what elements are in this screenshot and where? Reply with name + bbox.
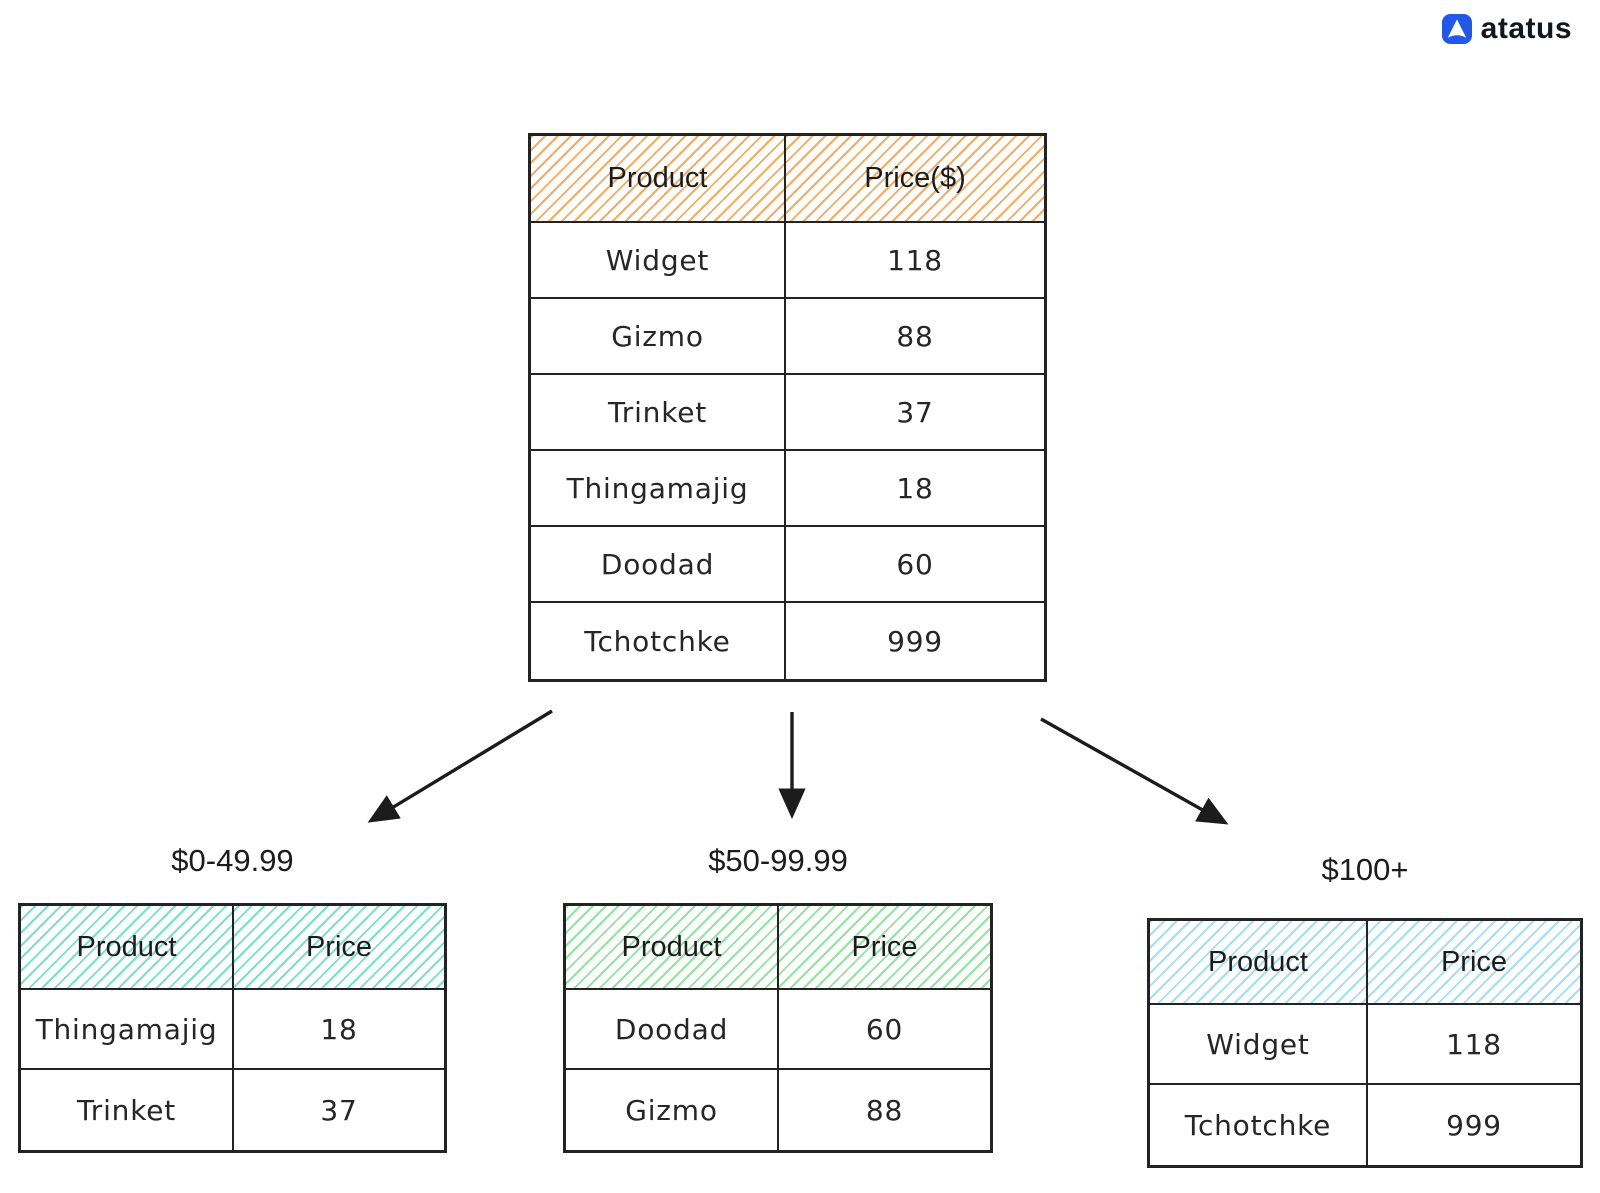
bucket-mid-table: Product Price Doodad 60 Gizmo 88 xyxy=(563,903,993,1153)
table-row: Tchotchke 999 xyxy=(1150,1085,1580,1165)
bucket-header-product: Product xyxy=(21,906,234,988)
atatus-logo: atatus xyxy=(1441,12,1572,46)
price-cell: 118 xyxy=(887,243,943,277)
main-table-header-row: Product Price($) xyxy=(531,136,1044,223)
product-cell: Gizmo xyxy=(566,1070,779,1150)
product-cell: Trinket xyxy=(531,375,786,449)
atatus-logo-text: atatus xyxy=(1480,12,1572,45)
price-cell: 60 xyxy=(896,547,934,581)
table-row: Gizmo 88 xyxy=(566,1070,990,1150)
price-cell: 999 xyxy=(1446,1108,1502,1142)
bucket-header-price: Price xyxy=(305,930,373,963)
table-row: Doodad 60 xyxy=(531,527,1044,603)
main-header-product: Product xyxy=(531,136,786,221)
bucket-low-header-row: Product Price xyxy=(21,906,444,990)
split-arrows-icon xyxy=(367,709,1229,825)
bucket-header-price: Price xyxy=(851,930,918,963)
bucket-mid-title: $50-99.99 xyxy=(708,843,848,878)
table-row: Tchotchke 999 xyxy=(531,603,1044,679)
bucket-mid-header-row: Product Price xyxy=(566,906,990,990)
table-row: Trinket 37 xyxy=(531,375,1044,451)
bucket-header-product: Product xyxy=(566,906,779,988)
price-cell: 18 xyxy=(896,471,934,505)
bucket-header-price: Price xyxy=(1440,945,1508,978)
price-cell: 88 xyxy=(896,319,934,353)
price-cell: 88 xyxy=(865,1093,904,1127)
product-cell: Widget xyxy=(531,223,786,297)
table-row: Widget 118 xyxy=(1150,1005,1580,1085)
bucket-low-title: $0-49.99 xyxy=(171,843,294,878)
table-row: Thingamajig 18 xyxy=(21,990,444,1070)
product-cell: Doodad xyxy=(531,527,786,601)
product-cell: Tchotchke xyxy=(531,603,786,679)
main-header-price: Price($) xyxy=(864,162,966,194)
product-cell: Thingamajig xyxy=(21,990,234,1068)
table-row: Thingamajig 18 xyxy=(531,451,1044,527)
product-cell: Widget xyxy=(1150,1005,1368,1083)
price-cell: 999 xyxy=(887,624,943,658)
table-row: Gizmo 88 xyxy=(531,299,1044,375)
price-cell: 37 xyxy=(320,1093,358,1127)
atatus-logo-icon xyxy=(1441,14,1472,44)
bucket-high-table: Product Price Widget 118 Tchotchke 999 xyxy=(1147,918,1583,1168)
price-cell: 118 xyxy=(1446,1027,1502,1061)
product-cell: Tchotchke xyxy=(1150,1085,1368,1165)
price-cell: 18 xyxy=(320,1012,358,1046)
price-cell: 37 xyxy=(896,395,934,429)
product-cell: Thingamajig xyxy=(531,451,786,525)
product-cell: Doodad xyxy=(566,990,779,1068)
bucket-header-product: Product xyxy=(1150,921,1368,1003)
table-row: Trinket 37 xyxy=(21,1070,444,1150)
bucket-high-header-row: Product Price xyxy=(1150,921,1580,1005)
bucket-high-title: $100+ xyxy=(1321,852,1409,887)
main-price-table: Product Price($) Widget 118 Gizmo 88 Tri… xyxy=(528,133,1047,682)
arrow-to-high-bucket xyxy=(1040,717,1229,825)
product-cell: Trinket xyxy=(21,1070,234,1150)
arrow-to-low-bucket xyxy=(367,709,553,823)
price-cell: 60 xyxy=(865,1012,904,1046)
table-row: Doodad 60 xyxy=(566,990,990,1070)
bucket-low-table: Product Price Thingamajig 18 Trinket 37 xyxy=(18,903,447,1153)
product-cell: Gizmo xyxy=(531,299,786,373)
table-row: Widget 118 xyxy=(531,223,1044,299)
